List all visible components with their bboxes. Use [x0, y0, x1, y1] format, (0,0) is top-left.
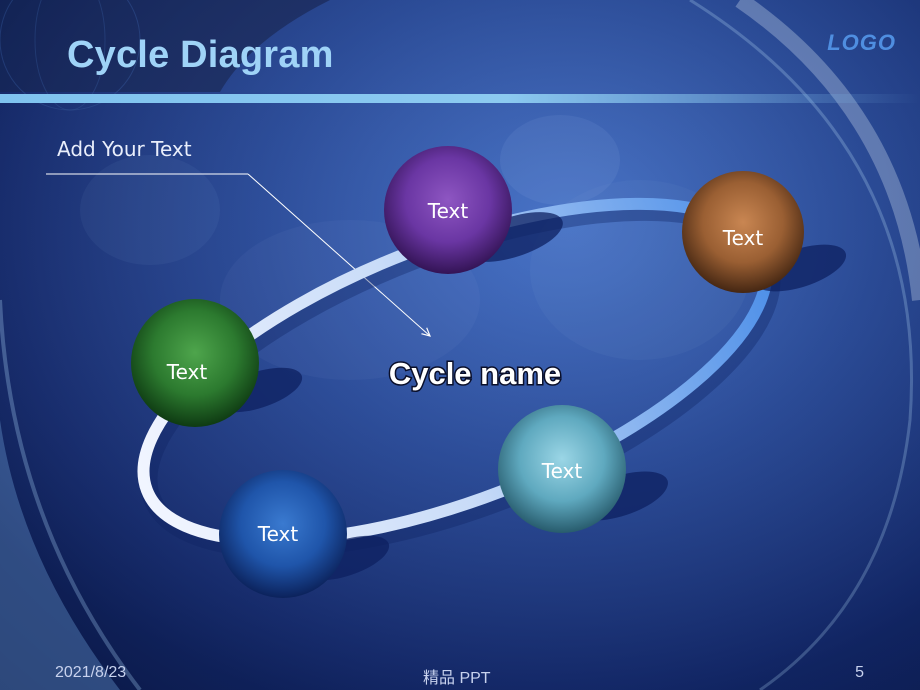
node-label-cyan: Text	[541, 459, 583, 483]
cycle-node-cyan: Text	[498, 405, 626, 533]
footer-date: 2021/8/23	[55, 664, 127, 681]
slide-title: Cycle Diagram	[67, 34, 334, 76]
cycle-node-green: Text	[131, 299, 259, 427]
callout-arrow	[247, 173, 430, 336]
title-underline-bar	[0, 94, 920, 103]
cycle-name-label: Cycle name	[389, 356, 561, 391]
node-label-purple: Text	[427, 199, 469, 223]
page-number: 5	[855, 664, 864, 681]
cycle-node-blue: Text	[219, 470, 347, 598]
node-label-brown: Text	[722, 226, 764, 250]
cycle-node-purple: Text	[384, 146, 512, 274]
node-label-green: Text	[166, 360, 208, 384]
footer-center-text: 精品 PPT	[423, 670, 491, 687]
logo: LOGO	[827, 30, 896, 55]
callout-text: Add Your Text	[57, 137, 192, 161]
node-label-blue: Text	[257, 522, 299, 546]
cycle-node-brown: Text	[682, 171, 804, 293]
